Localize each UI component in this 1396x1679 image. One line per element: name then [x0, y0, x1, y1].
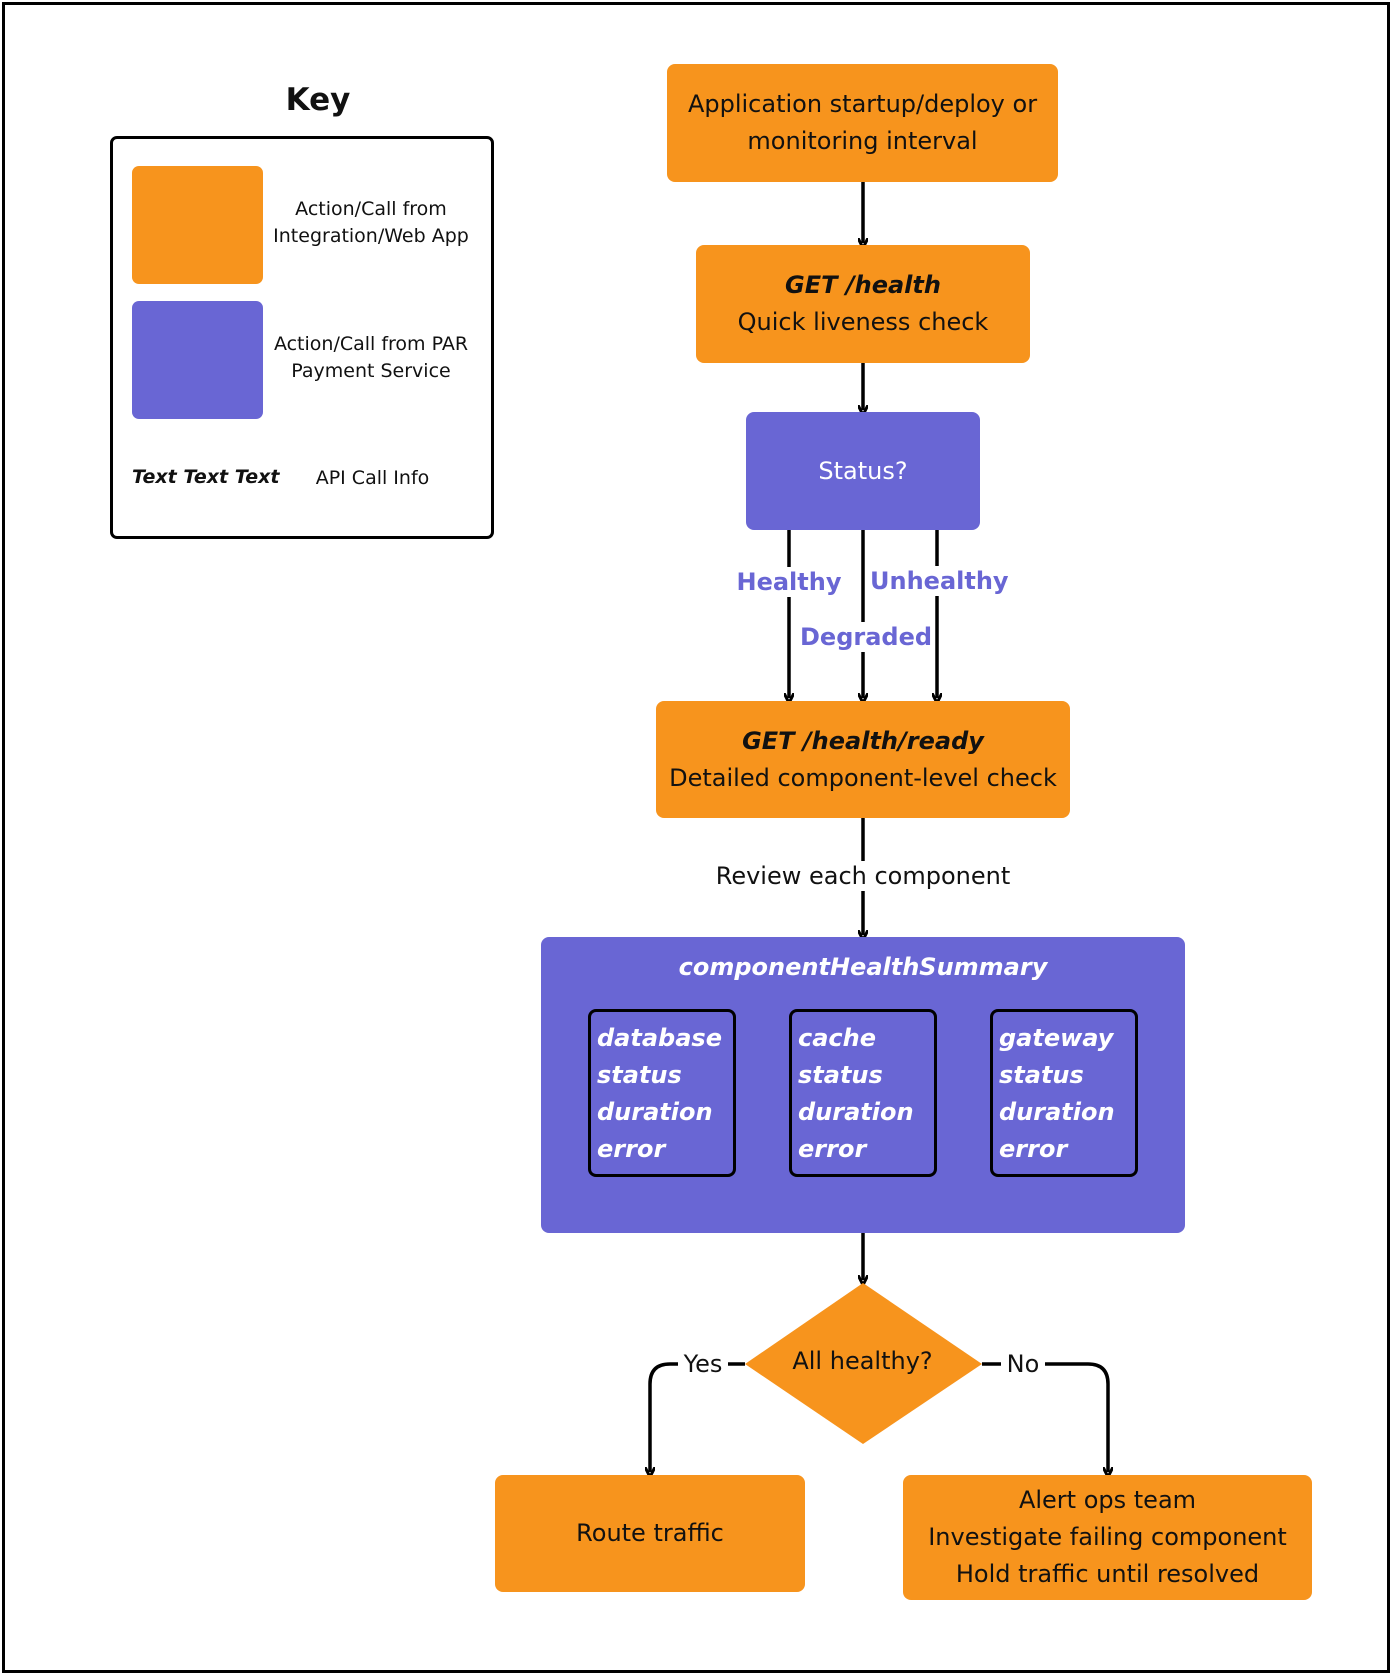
component-field: duration [999, 1098, 1115, 1126]
degraded-label: Degraded [800, 622, 933, 652]
alert-line: Investigate failing component [928, 1523, 1287, 1551]
start-text: Application startup/deploy or monitoring… [687, 90, 1038, 155]
arrow-yes-to-route [650, 1362, 745, 1472]
route-text: Route traffic [576, 1519, 724, 1547]
component-box-gateway: gateway status duration error [990, 1009, 1138, 1177]
health-api: GET /health [785, 271, 941, 299]
component-name: cache [798, 1024, 877, 1052]
ready-desc: Detailed component-level check [669, 763, 1057, 792]
arrow-no-to-alert [982, 1362, 1108, 1472]
key-legend [110, 136, 494, 539]
route-box: Route traffic [495, 1475, 805, 1592]
yes-label: Yes [678, 1349, 728, 1379]
component-field: status [999, 1061, 1084, 1089]
alert-box: Alert ops team Investigate failing compo… [903, 1475, 1312, 1600]
key-orange-swatch [132, 166, 263, 284]
alert-line: Hold traffic until resolved [955, 1560, 1260, 1588]
review-label: Review each component [713, 861, 1013, 891]
decision-text: All healthy? [792, 1347, 933, 1375]
key-orange-label: Action/Call from Integration/Web App [273, 198, 469, 247]
status-text: Status? [818, 456, 908, 485]
unhealthy-label: Unhealthy [870, 566, 1009, 596]
health-desc: Quick liveness check [737, 308, 989, 336]
start-box: Application startup/deploy or monitoring… [667, 64, 1058, 182]
component-name: gateway [999, 1024, 1114, 1052]
component-field: duration [798, 1098, 914, 1126]
health-box: GET /health Quick liveness check [696, 245, 1030, 363]
decision-diamond [745, 1283, 982, 1444]
key-title: Key [285, 82, 351, 118]
healthy-label: Healthy [736, 567, 842, 597]
summary-title: componentHealthSummary [678, 953, 1048, 981]
component-name: database [597, 1024, 722, 1052]
key-api-label: API Call Info [315, 467, 430, 489]
key-purple-label: Action/Call from PAR Payment Service [273, 333, 469, 382]
component-field: duration [597, 1098, 713, 1126]
ready-api: GET /health/ready [742, 726, 984, 755]
component-field: error [798, 1135, 867, 1163]
key-purple-swatch [132, 301, 263, 419]
alert-line: Alert ops team [1018, 1486, 1197, 1514]
component-box-database: database status duration error [588, 1009, 736, 1177]
summary-box [541, 937, 1185, 1233]
ready-box: GET /health/ready Detailed component-lev… [656, 701, 1070, 818]
component-field: status [798, 1061, 883, 1089]
component-box-cache: cache status duration error [789, 1009, 937, 1177]
component-field: error [597, 1135, 666, 1163]
component-field: error [999, 1135, 1068, 1163]
component-field: status [597, 1061, 682, 1089]
no-label: No [1001, 1349, 1045, 1379]
key-api-sample: Text Text Text [132, 466, 280, 488]
status-box: Status? [746, 412, 980, 530]
